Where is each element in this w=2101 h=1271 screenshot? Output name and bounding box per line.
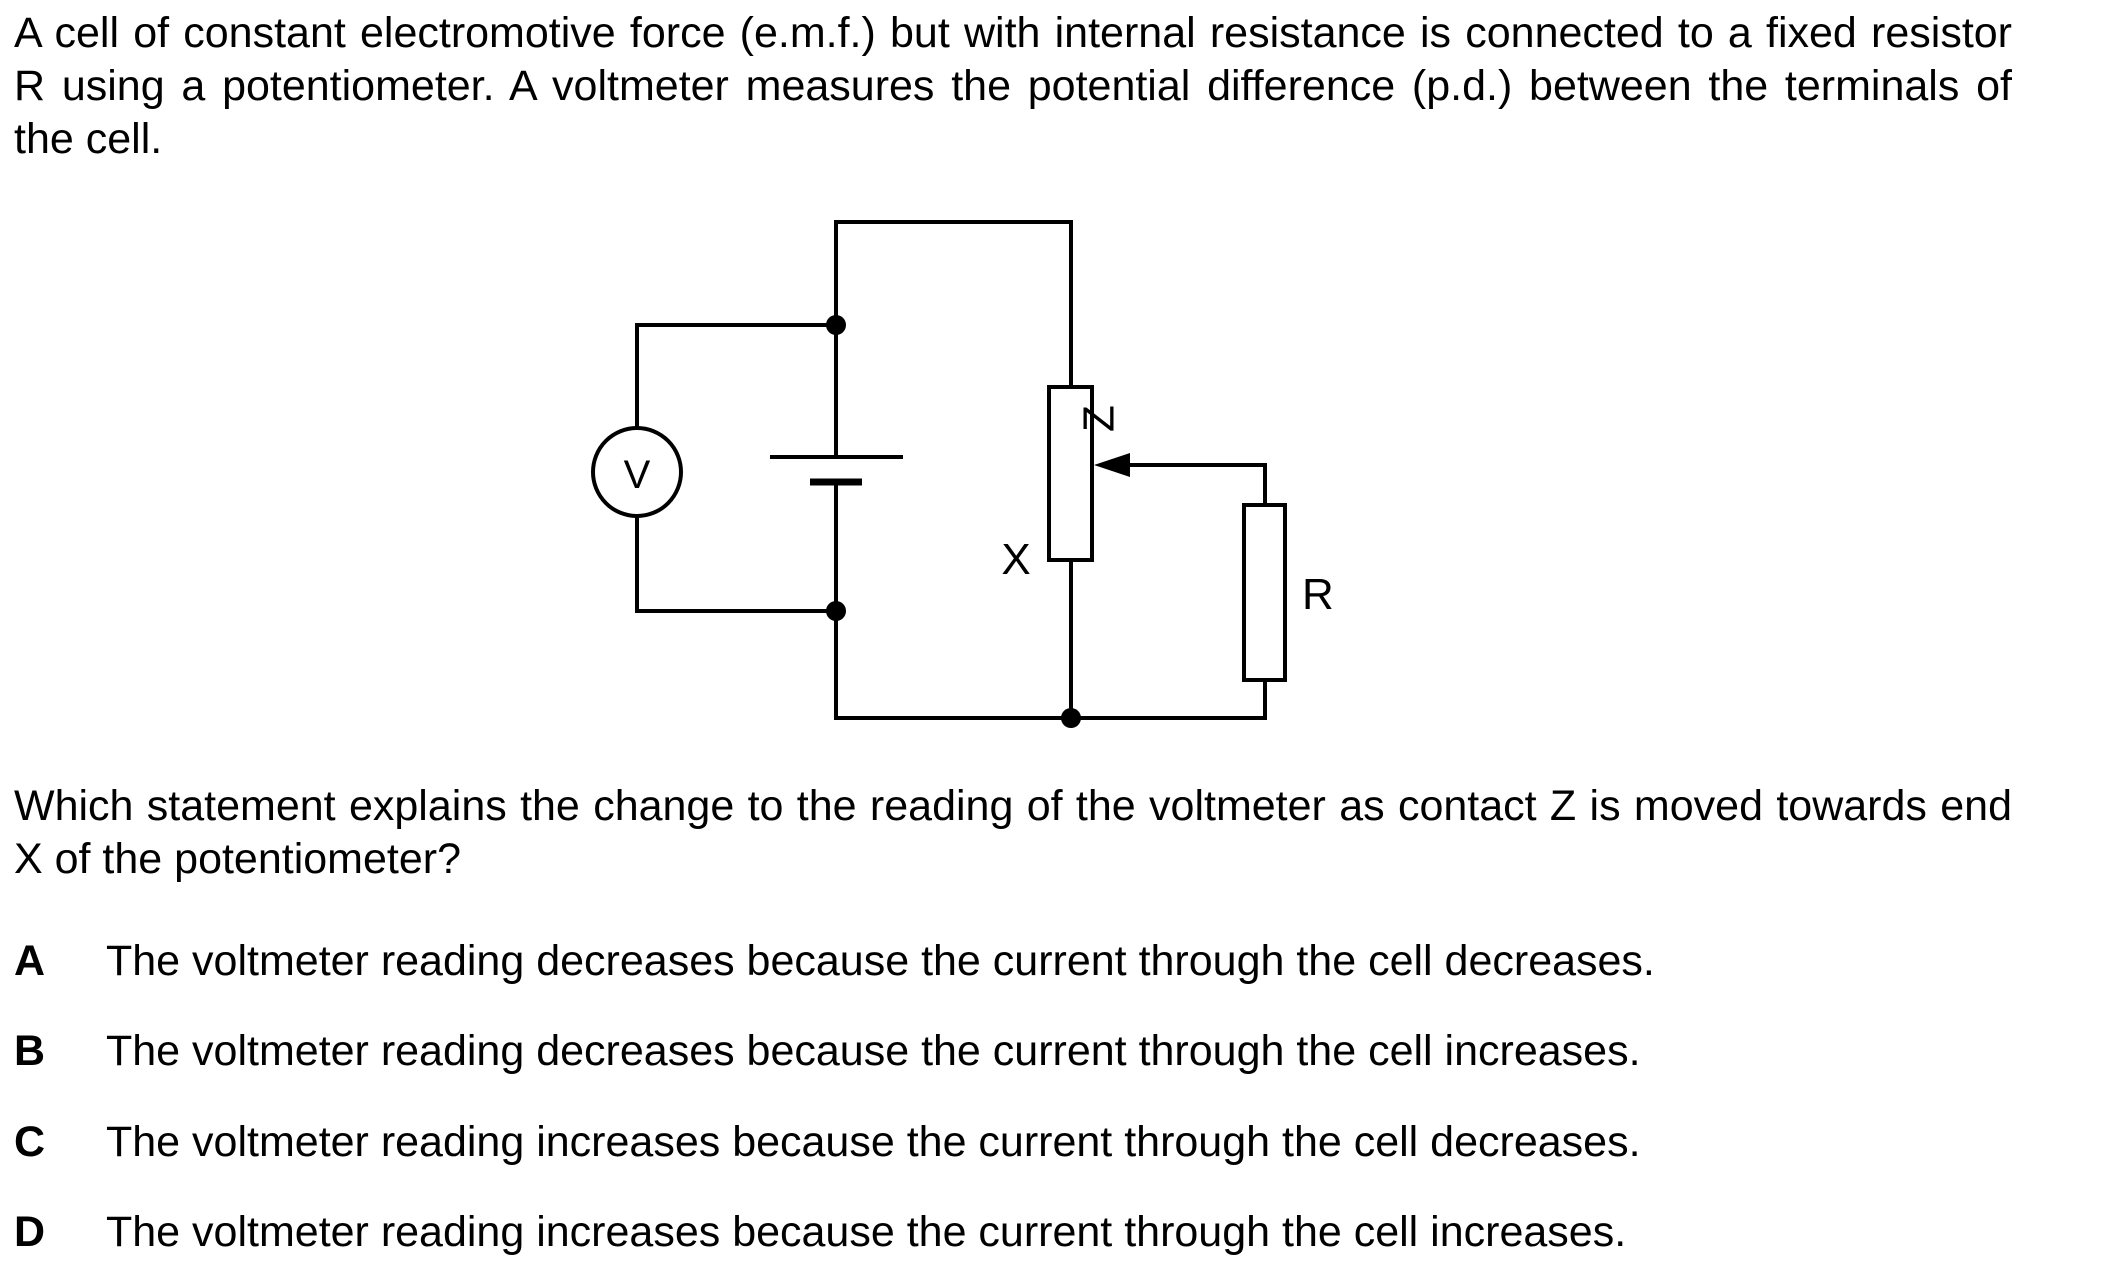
option-text: The voltmeter reading decreases because …: [106, 1027, 1641, 1075]
option-letter: D: [14, 1208, 46, 1256]
option-text: The voltmeter reading increases because …: [106, 1118, 1641, 1166]
resistor-r-label: R: [1302, 570, 1334, 619]
circuit-diagram: V Z X R: [591, 220, 1334, 728]
intro-text: A cell of constant electromotive force (…: [14, 9, 2012, 163]
wire-r-bottom: [1069, 679, 1267, 720]
junction-dot: [826, 601, 846, 621]
end-x-label: X: [1001, 535, 1030, 584]
voltmeter-label: V: [624, 453, 651, 497]
junction-dot: [826, 315, 846, 335]
contact-z-label: Z: [1075, 405, 1124, 432]
junction-dot: [1061, 708, 1081, 728]
wire-contact-to-r: [1126, 463, 1267, 507]
wire-cell-lower: [834, 480, 1073, 720]
sliding-contact-arrow: [1094, 453, 1130, 477]
wire-voltmeter-bottom: [635, 514, 838, 613]
option-letter: B: [14, 1027, 46, 1075]
option-letter: A: [14, 937, 46, 985]
option-text: The voltmeter reading increases because …: [106, 1208, 1627, 1256]
resistor-r: [1242, 503, 1287, 682]
wire-top: [834, 220, 1073, 452]
question-text: Which statement explains the change to t…: [14, 782, 2012, 883]
potentiometer: [1047, 385, 1094, 562]
voltmeter-symbol: [591, 426, 683, 518]
option-text: The voltmeter reading decreases because …: [106, 937, 1655, 985]
wire-voltmeter-top: [635, 323, 838, 430]
option-letter: C: [14, 1118, 46, 1166]
